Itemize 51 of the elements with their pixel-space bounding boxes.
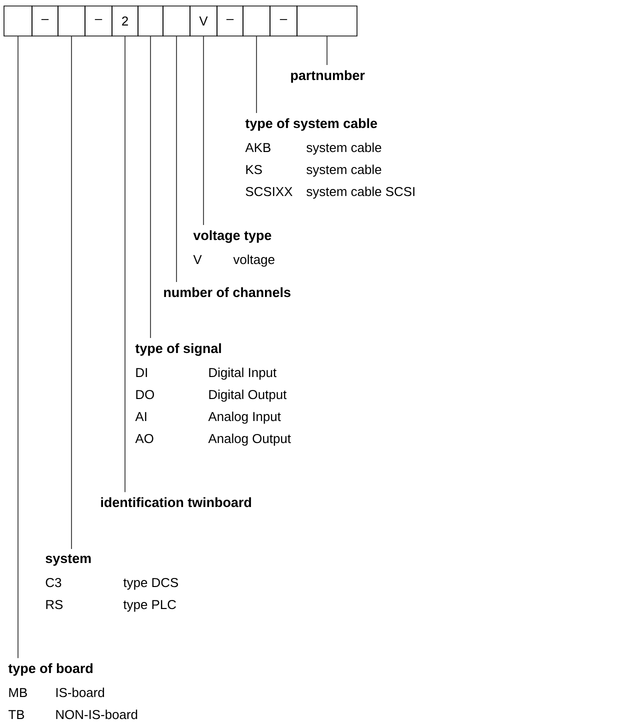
empty-cell — [162, 6, 190, 36]
empty-cell — [58, 6, 86, 36]
code-cell: – — [32, 6, 58, 36]
code-description: NON-IS-board — [56, 710, 138, 720]
field-heading: number of channels — [164, 287, 290, 298]
field-heading: identification twinboard — [101, 497, 251, 508]
code-description: Digital Input — [209, 368, 276, 380]
field-heading: type of board — [8, 663, 92, 676]
type-code: AKB — [245, 143, 270, 152]
code-description: Digital Output — [209, 390, 287, 402]
code-cell: – — [270, 6, 298, 36]
code-cell: – — [84, 6, 112, 36]
leader-line — [326, 36, 328, 66]
leader-line — [203, 36, 204, 226]
type-code: DO — [136, 390, 154, 400]
type-code: SCSIXX — [246, 186, 292, 196]
leader-line — [256, 36, 257, 114]
empty-cell — [4, 6, 32, 36]
type-code: KS — [246, 164, 262, 174]
empty-cell — [296, 6, 358, 36]
leader-line — [176, 36, 177, 282]
code-description: system cable SCSI — [306, 186, 414, 199]
code-description: Analog Output — [208, 434, 291, 446]
type-code: TB — [8, 710, 24, 719]
code-description: voltage — [233, 254, 274, 267]
type-code: V — [193, 255, 202, 264]
code-description: IS-board — [56, 688, 104, 698]
empty-cell — [242, 6, 270, 36]
type-code: RS — [46, 600, 63, 610]
field-heading: type of system cable — [245, 118, 378, 131]
code-cell: V — [190, 6, 218, 36]
type-code: DI — [136, 368, 147, 377]
type-code: MB — [9, 688, 27, 697]
code-cell: 2 — [112, 6, 138, 36]
leader-line — [124, 36, 126, 492]
leader-line — [150, 36, 151, 338]
type-code: C3 — [46, 578, 62, 588]
code-description: system cable — [306, 142, 382, 155]
leader-line — [71, 36, 72, 550]
empty-cell — [138, 6, 164, 36]
code-description: Analog Input — [208, 412, 281, 424]
field-heading: voltage type — [193, 230, 272, 243]
field-heading: system — [46, 554, 91, 566]
type-code: AO — [135, 434, 154, 444]
code-description: type DCS — [123, 578, 178, 590]
type-code: AI — [135, 412, 146, 421]
code-cell: – — [216, 6, 244, 36]
field-heading: partnumber — [291, 70, 365, 83]
code-description: type PLC — [123, 600, 176, 612]
code-description: system cable — [306, 164, 382, 177]
field-heading: type of signal — [135, 343, 221, 356]
